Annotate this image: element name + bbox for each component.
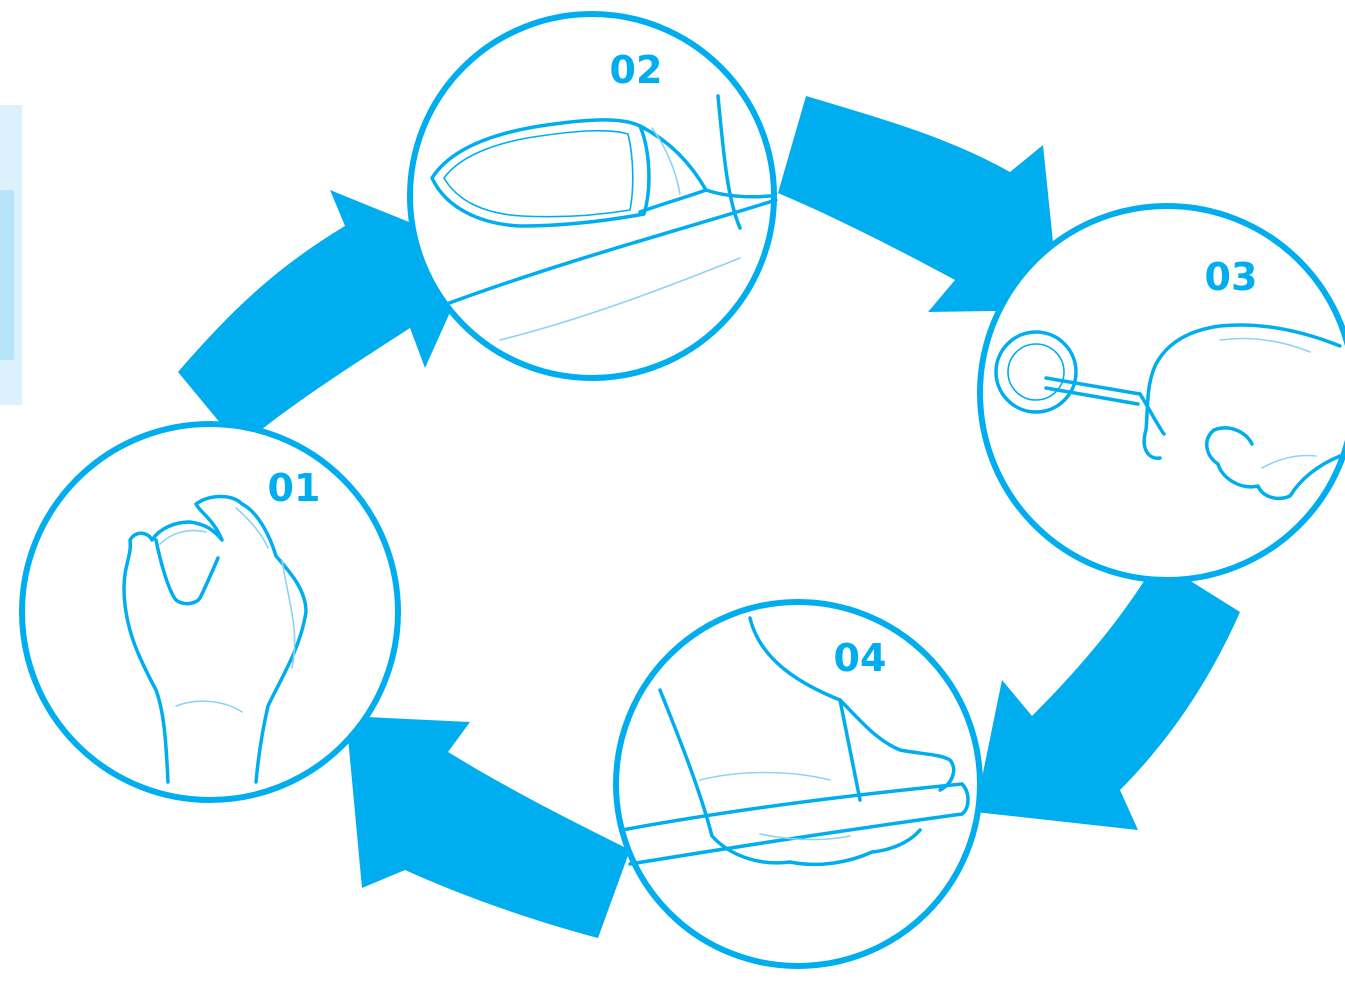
step-02-ring: [410, 14, 774, 378]
step-04-ring: [616, 602, 980, 966]
step-04: 04: [616, 602, 980, 966]
step-01: 01: [22, 424, 398, 800]
edge-smudge: [0, 105, 22, 405]
step-03-label: 03: [1205, 255, 1258, 299]
arrow-04-to-01: [346, 716, 630, 938]
step-01-ring: [22, 424, 398, 800]
step-02-label: 02: [610, 48, 663, 92]
step-03-ring: [980, 206, 1345, 580]
step-04-label: 04: [834, 636, 887, 680]
step-03: 03: [980, 206, 1345, 580]
arrow-03-to-04: [975, 560, 1240, 830]
step-02: 02: [410, 14, 776, 378]
step-01-label: 01: [268, 466, 321, 510]
